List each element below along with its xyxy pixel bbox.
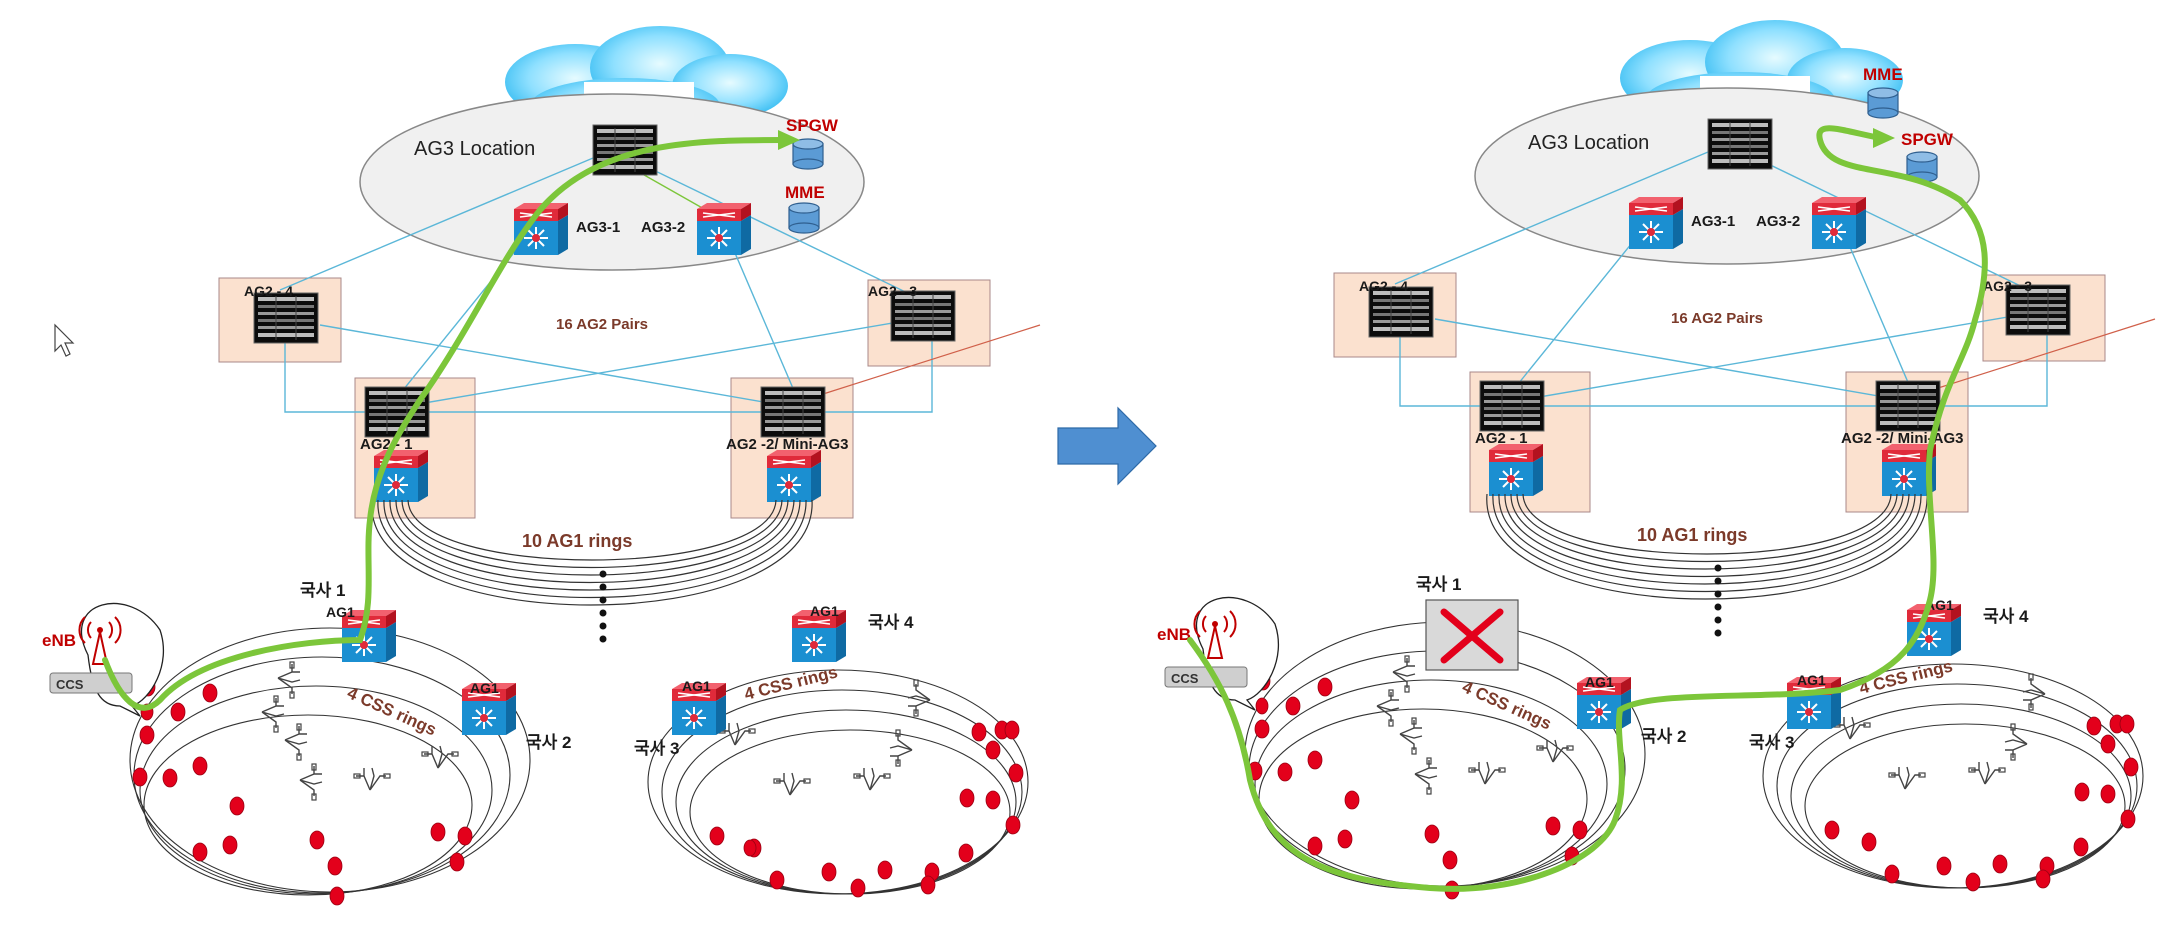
ag2-3-label: AG2 - 3 [868,283,917,299]
external-link [819,324,1041,396]
traffic-path-normal [102,137,788,711]
ccs-label: CCS [56,677,84,692]
site3-label: 국사 3 [634,739,679,758]
site3-label: 국사 3 [1749,733,1794,752]
ag2-4-label: AG2 - 4 [1359,278,1408,294]
path-arrowhead-icon [1873,128,1895,148]
ag2-1-switch-icon [1488,443,1544,497]
ag1-rings [1486,493,1928,600]
site3-ag1-label: AG1 [1797,672,1826,688]
antenna-icon [78,616,122,665]
mme-label: MME [785,183,825,202]
enb-label: eNB [42,631,76,650]
ag1-rings-label: 10 AG1 rings [1637,525,1747,545]
ag2-1-router-icon [1479,380,1545,432]
ellipsis-dots [1714,564,1722,637]
ag2-pairs-label: 16 AG2 Pairs [556,316,648,333]
spgw-database-icon [792,138,824,170]
css-rings-left [129,627,531,896]
arrow-right-icon [1057,406,1157,486]
ag3-1-label: AG3-1 [1691,213,1735,230]
ag3-1-label: AG3-1 [576,219,620,236]
antenna-icon [1193,610,1237,659]
site2-ag1-label: AG1 [1585,674,1614,690]
right-diagram: AG3 Location AG3-1 AG3-2 MME SPGW AG2 [1157,20,2156,900]
site4-label: 국사 4 [1983,607,2029,626]
ag2-2-router-icon [760,386,826,438]
site4-label: 국사 4 [868,613,914,632]
site2-label: 국사 2 [526,733,571,752]
ag1-rings [371,499,813,606]
ag2-1-label: AG2 - 1 [360,436,413,453]
cell-nodes-right [709,720,1024,898]
site1-label: 국사 1 [300,581,345,600]
ag2-1-router-icon [364,386,430,438]
ag2-4-label: AG2 - 4 [244,283,293,299]
interconnect-links [279,149,933,413]
failed-site-box [1425,599,1519,671]
css-rings-right [1762,663,2144,889]
css-rings-right-label: 4 CSS rings [742,662,839,704]
site2-label: 국사 2 [1641,727,1686,746]
css-rings-left-label: 4 CSS rings [1459,677,1554,733]
cell-nodes-left [132,677,473,906]
mme-database-icon [1867,87,1899,119]
ag2-2-switch-icon [766,449,822,503]
ag3-location-label: AG3 Location [1528,132,1649,154]
ag3-2-label: AG3-2 [1756,213,1800,230]
site2-ag1-label: AG1 [470,680,499,696]
spgw-label: SPGW [1901,130,1954,149]
site1-label: 국사 1 [1416,575,1461,594]
core-router-icon [1707,118,1773,170]
ag3-location-label: AG3 Location [414,138,535,160]
mme-database-icon [788,202,820,234]
site3-ag1-label: AG1 [682,678,711,694]
mouse-cursor-icon [54,323,75,357]
cell-nodes-right [1824,714,2139,892]
ag2-1-label: AG2 - 1 [1475,430,1528,447]
mme-label: MME [1863,65,1903,84]
ag2-4-router-icon [1368,286,1434,338]
site1-ag1-label: AG1 [326,604,355,620]
ag3-2-switch-icon [1811,196,1867,250]
left-diagram: AG3 Location AG3-1 AG3-2 [42,26,1041,906]
path-arrowhead-icon [778,130,800,150]
ag3-2-label: AG3-2 [641,219,685,236]
cell-nodes-left [1247,671,1588,900]
site4-ag1-label: AG1 [810,603,839,619]
spgw-label: SPGW [786,116,839,135]
ag2-3-label: AG2 - 3 [1983,278,2032,294]
ag2-pairs-label: 16 AG2 Pairs [1671,310,1763,327]
traffic-path-rerouted [1187,125,1988,892]
enb-bubble: eNB CCS [1157,596,1280,711]
ag2-2-router-icon [1875,380,1941,432]
ag3-2-switch-icon [696,202,752,256]
ellipsis-dots [599,570,607,643]
ag2-4-router-icon [253,292,319,344]
enb-label: eNB [1157,625,1191,644]
css-rings-left-label: 4 CSS rings [344,683,439,739]
ccs-label: CCS [1171,671,1199,686]
failure-x-icon [1440,608,1504,664]
enb-bubble: eNB CCS [42,602,165,717]
external-link [1934,318,2156,390]
ag2-2-label: AG2 -2/ Mini-AG3 [726,436,849,453]
ag1-rings-label: 10 AG1 rings [522,531,632,551]
css-rings-right [647,669,1029,895]
ag3-1-switch-icon [1628,196,1684,250]
